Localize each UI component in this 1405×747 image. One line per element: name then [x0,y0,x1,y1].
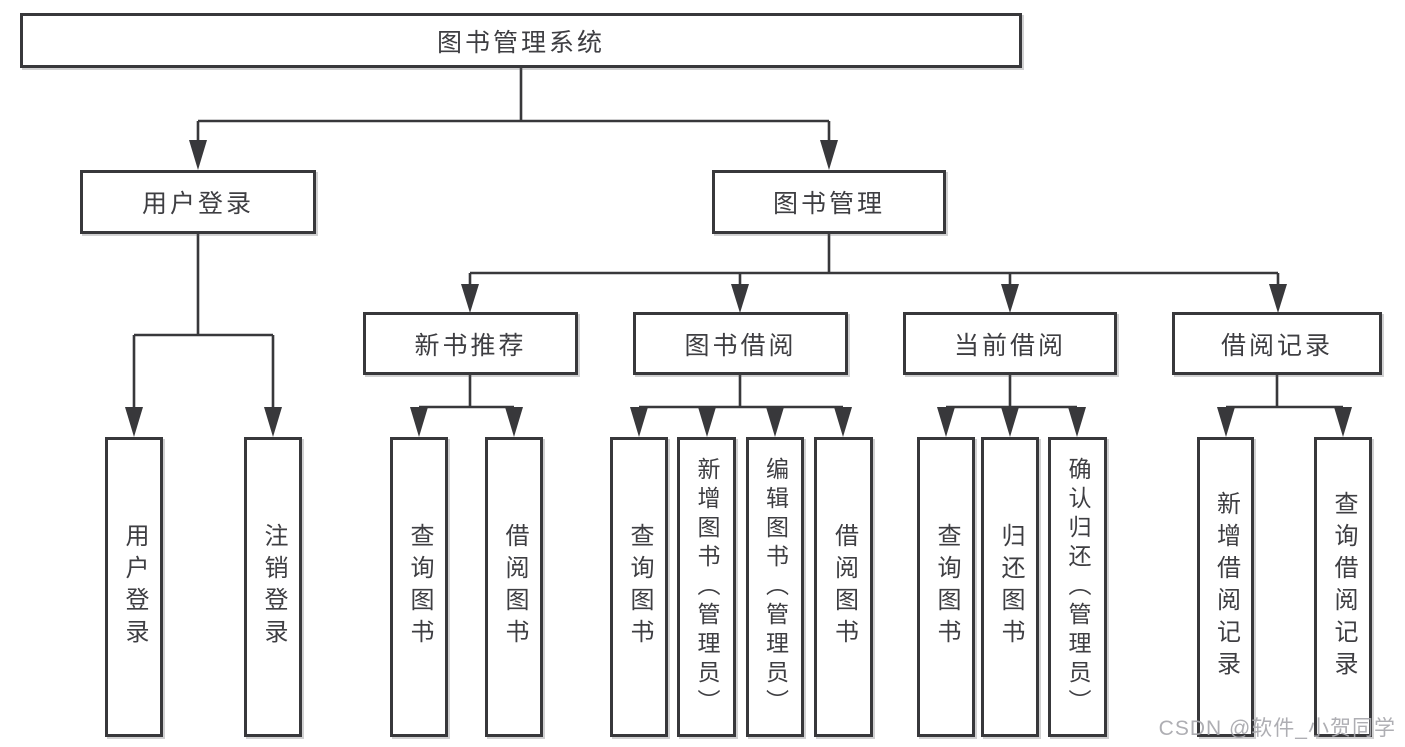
leaf-logout-login: 注销登录 [244,437,302,737]
leaf-label: 新增图书（管理员） [694,456,720,718]
leaf-borrow-books: 借阅图书 [814,437,873,737]
leaf-return-books: 归还图书 [981,437,1039,737]
node-label: 借阅记录 [1220,331,1333,360]
node-label: 用户登录 [141,190,254,218]
leaf-query-books-current: 查询图书 [917,437,975,737]
leaf-label: 借阅图书 [501,523,528,651]
leaf-query-books-recommend: 查询图书 [390,437,448,737]
leaf-label: 借阅图书 [830,523,858,651]
leaf-query-borrow-record: 查询借阅记录 [1314,437,1372,737]
csdn-watermark: CSDN @软件_小贺同学 [1158,717,1396,740]
node-new-book-recommend: 新书推荐 [363,312,578,375]
leaf-user-login: 用户登录 [105,437,163,737]
leaf-label: 注销登录 [260,523,287,651]
node-book-management: 图书管理 [712,170,946,234]
node-label: 图书借阅 [684,331,797,360]
leaf-add-borrow-record: 新增借阅记录 [1197,437,1254,737]
node-current-borrow: 当前借阅 [903,312,1117,375]
node-user-login: 用户登录 [80,170,316,234]
leaf-confirm-return-admin: 确认归还（管理员） [1048,437,1107,737]
node-book-borrow: 图书借阅 [633,312,848,375]
leaf-label: 查询借阅记录 [1330,491,1357,683]
leaf-label: 查询图书 [626,523,653,651]
node-label: 图书管理系统 [436,28,605,57]
leaf-add-book-admin: 新增图书（管理员） [677,437,736,737]
node-label: 图书管理 [772,190,885,218]
leaf-query-books-borrow: 查询图书 [610,437,668,737]
node-label: 当前借阅 [953,331,1066,360]
node-label: 新书推荐 [414,331,527,360]
leaf-label: 新增借阅记录 [1212,491,1240,683]
leaf-label: 查询图书 [406,523,433,651]
node-borrow-records: 借阅记录 [1172,312,1382,375]
leaf-label: 用户登录 [121,523,148,651]
leaf-label: 编辑图书（管理员） [762,456,789,718]
leaf-label: 归还图书 [997,523,1024,651]
node-library-management-system: 图书管理系统 [20,13,1022,68]
leaf-label: 确认归还（管理员） [1065,456,1091,718]
leaf-edit-book-admin: 编辑图书（管理员） [746,437,804,737]
leaf-label: 查询图书 [933,523,960,651]
leaf-borrow-books-recommend: 借阅图书 [485,437,543,737]
